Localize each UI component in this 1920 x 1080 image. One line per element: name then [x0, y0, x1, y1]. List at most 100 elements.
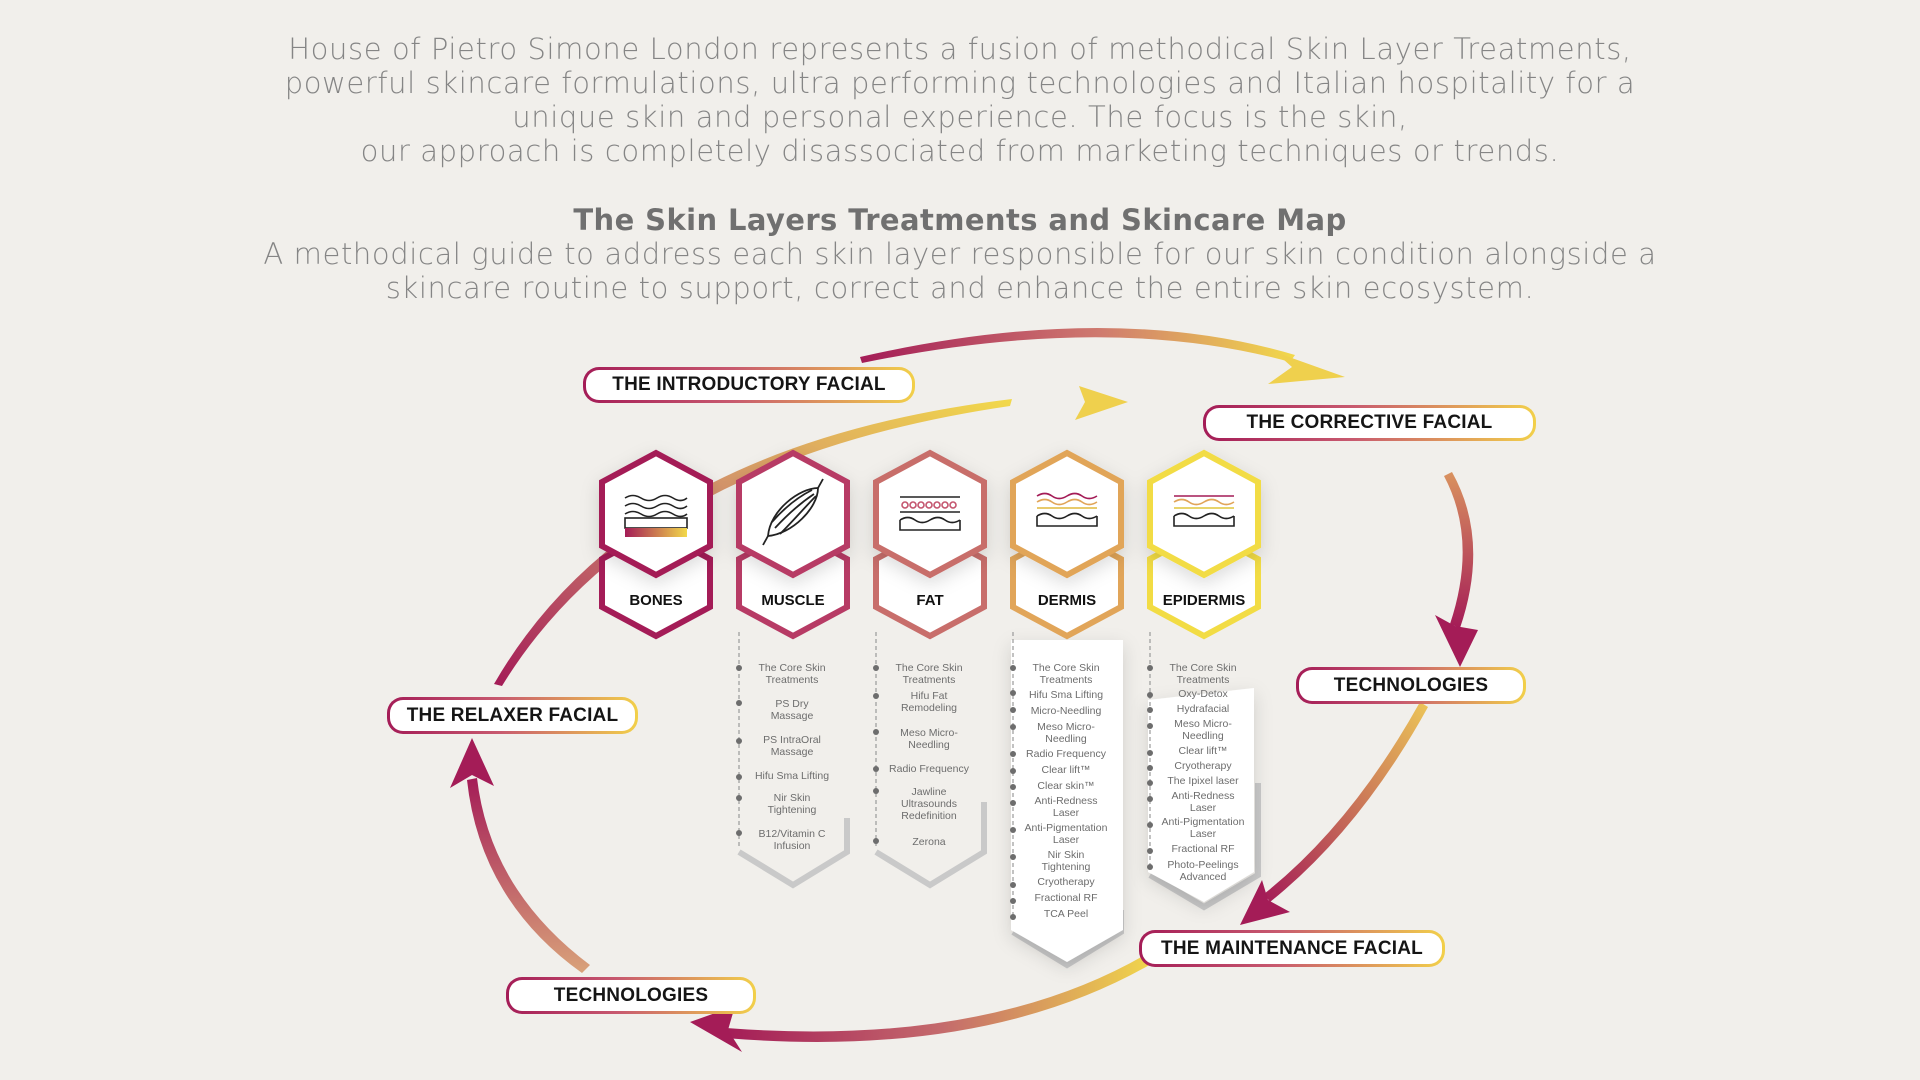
- list-item: PS Dry Massage: [770, 698, 814, 722]
- fat-layer-icon: [899, 496, 961, 531]
- bullet: [1147, 765, 1153, 771]
- fat-icon-hex: [873, 449, 987, 579]
- bullet: [1010, 914, 1016, 920]
- bullet: [873, 665, 879, 671]
- intro-line: our approach is completely disassociated…: [360, 134, 1560, 168]
- layer-label-fat: FAT: [916, 592, 944, 609]
- muscle-icon-hex: [736, 449, 850, 579]
- maintenance-facial-pill[interactable]: THE MAINTENANCE FACIAL: [1139, 930, 1445, 967]
- map-subtitle-line: A methodical guide to address each skin …: [263, 237, 1657, 271]
- bullet: [1147, 796, 1153, 802]
- right-cycle-arrow: [1444, 472, 1474, 628]
- dermis-panel-fill: [1011, 640, 1123, 962]
- list-item: Anti-Pigmentation Laser: [1024, 822, 1108, 846]
- bullet: [736, 665, 742, 671]
- bullet: [1010, 707, 1016, 713]
- left-arrow-head: [450, 738, 494, 788]
- top-cycle-arrow: [860, 327, 1295, 363]
- bullet: [1147, 750, 1153, 756]
- list-item: The Core Skin Treatments: [1032, 662, 1100, 686]
- map-subtitle: A methodical guide to address each skin …: [230, 237, 1690, 305]
- layer-label-dermis: DERMIS: [1037, 592, 1097, 609]
- bullet: [736, 700, 742, 706]
- bullet: [1010, 724, 1016, 730]
- bullet: [1147, 864, 1153, 870]
- list-item: The Core Skin Treatments: [1169, 662, 1237, 686]
- bullet: [1147, 848, 1153, 854]
- list-item: Photo-Peelings Advanced: [1167, 859, 1239, 883]
- bullet: [1147, 723, 1153, 729]
- list-item: Hifu Fat Remodeling: [900, 690, 958, 714]
- bullet: [1147, 692, 1153, 698]
- diagonal-arrow-head: [1240, 880, 1290, 925]
- list-item: Clear lift™: [1041, 764, 1091, 776]
- technologies-left-pill[interactable]: TECHNOLOGIES: [506, 977, 756, 1014]
- bone-layer-icon: [624, 494, 688, 537]
- epidermis-layer-icon: [1173, 495, 1235, 527]
- epidermis-panel-bottom: [1148, 783, 1261, 911]
- list-item: Nir Skin Tightening: [1041, 849, 1091, 873]
- relaxer-facial-pill[interactable]: THE RELAXER FACIAL: [387, 697, 638, 734]
- list-item: Jawline Ultrasounds Redefinition: [900, 786, 958, 822]
- bullet: [1147, 780, 1153, 786]
- epidermis-icon-hex: [1147, 449, 1261, 579]
- bullet: [1010, 665, 1016, 671]
- dermis-icon-hex: [1010, 449, 1124, 579]
- bullet: [1147, 822, 1153, 828]
- list-item: Hydrafacial: [1176, 703, 1230, 715]
- dermis-layer-icon: [1036, 492, 1098, 527]
- list-item: Radio Frequency: [1026, 748, 1106, 760]
- list-item: TCA Peel: [1043, 908, 1089, 920]
- bullet: [1147, 707, 1153, 713]
- list-item: The Ipixel laser: [1167, 775, 1239, 787]
- list-item: Fractional RF: [1171, 843, 1235, 855]
- bullet: [873, 693, 879, 699]
- list-item: Hifu Sma Lifting: [754, 770, 830, 782]
- list-item: Radio Frequency: [889, 763, 969, 775]
- bullet: [736, 774, 742, 780]
- muscle-panel-bottom: [737, 818, 850, 889]
- list-item: PS IntraOral Massage: [763, 734, 821, 758]
- list-item: Cryotherapy: [1174, 760, 1232, 772]
- layer-label-bones: BONES: [629, 592, 683, 609]
- bullet: [873, 838, 879, 844]
- list-item: The Core Skin Treatments: [895, 662, 963, 686]
- bullet: [873, 766, 879, 772]
- list-item: Meso Micro-Needling: [900, 727, 958, 751]
- list-item: Oxy-Detox: [1178, 688, 1228, 700]
- list-item: The Core Skin Treatments: [758, 662, 826, 686]
- technologies-left-label: TECHNOLOGIES: [509, 980, 753, 1011]
- list-item: B12/Vitamin C Infusion: [758, 828, 826, 852]
- epidermis-panel-fill: [1148, 688, 1254, 902]
- layer-label-muscle: MUSCLE: [761, 592, 825, 609]
- corrective-facial-pill[interactable]: THE CORRECTIVE FACIAL: [1203, 405, 1536, 441]
- diagonal-cycle-arrow: [1264, 702, 1428, 902]
- list-item: Zerona: [912, 836, 946, 848]
- bullet: [1010, 898, 1016, 904]
- introductory-facial-label: THE INTRODUCTORY FACIAL: [586, 370, 912, 400]
- bullet: [736, 738, 742, 744]
- bullet: [1010, 768, 1016, 774]
- bullet: [736, 830, 742, 836]
- bullet: [1010, 751, 1016, 757]
- bullet: [873, 788, 879, 794]
- list-item: Clear lift™: [1178, 745, 1228, 757]
- muscle-fiber-icon: [762, 478, 824, 546]
- intro-line: powerful skincare formulations, ultra pe…: [284, 66, 1636, 100]
- bullet: [736, 795, 742, 801]
- list-item: Micro-Needling: [1030, 705, 1102, 717]
- bullet: [1010, 690, 1016, 696]
- bullet: [1010, 827, 1016, 833]
- map-title: The Skin Layers Treatments and Skincare …: [573, 203, 1347, 237]
- bullet: [1010, 784, 1016, 790]
- list-item: Clear skin™: [1037, 780, 1095, 792]
- technologies-right-pill[interactable]: TECHNOLOGIES: [1296, 667, 1526, 704]
- top-arrow-head: [1268, 352, 1345, 384]
- relaxer-facial-label: THE RELAXER FACIAL: [390, 700, 635, 731]
- map-subtitle-line: skincare routine to support, correct and…: [385, 271, 1535, 305]
- intro-line: House of Pietro Simone London represents…: [288, 32, 1632, 66]
- introductory-facial-pill[interactable]: THE INTRODUCTORY FACIAL: [583, 367, 915, 403]
- bottom-cycle-arrow: [725, 952, 1158, 1042]
